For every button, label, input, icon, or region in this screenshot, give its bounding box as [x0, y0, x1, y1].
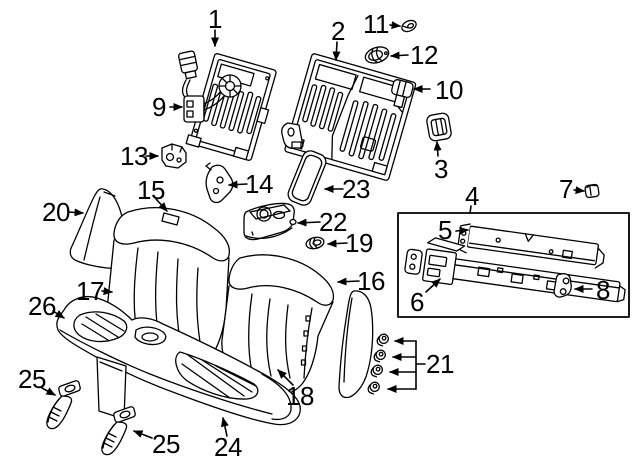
callout-11: 11: [363, 9, 390, 39]
callout-26: 26: [28, 291, 56, 321]
pull-strap: [46, 380, 81, 430]
harness-connector: [183, 95, 205, 123]
arrow-to-part-3: [433, 141, 442, 157]
callout-9: 9: [152, 92, 166, 122]
callout-17: 17: [76, 276, 104, 306]
cap-nut: [584, 183, 600, 199]
callout-21: 21: [426, 349, 454, 379]
arrow-to-part-24: [220, 417, 229, 437]
arrow-to-part-11: [389, 21, 401, 30]
callout-20: 20: [42, 197, 70, 227]
callout-24: 24: [214, 432, 242, 462]
side-bolster-right: [338, 290, 374, 399]
arrow-to-part-18: [277, 369, 294, 386]
callout-3: 3: [434, 154, 448, 184]
grommet: [364, 46, 390, 64]
screws: [367, 333, 389, 395]
callout-25b: 25: [152, 429, 180, 459]
callout-2: 2: [331, 16, 345, 46]
oval-clip-small: [305, 236, 325, 250]
seat-back-frame-small: [185, 53, 277, 161]
arrow-to-part-15: [155, 198, 168, 212]
callout-10: 10: [435, 75, 463, 105]
arrow-to-part-26: [52, 310, 65, 319]
arrow-to-part-12: [390, 51, 409, 60]
cushion-flap: [96, 356, 127, 420]
hinge-bracket: [205, 162, 234, 204]
callout-arrows: [41, 21, 593, 439]
callout-19: 19: [345, 228, 373, 258]
side-bolster-left: [69, 188, 127, 269]
arrow-to-part-25a: [41, 387, 56, 396]
arrow-to-part-17: [101, 287, 113, 296]
arrow-to-part-16: [337, 277, 360, 286]
callout-22: 22: [319, 207, 347, 237]
callout-16: 16: [357, 266, 385, 296]
arrow-to-part-2: [332, 41, 341, 61]
callout-5: 5: [438, 215, 452, 245]
arrow-to-part-25b: [133, 430, 153, 439]
seat-latch-striker: [391, 79, 414, 113]
bracket-to-part-21: [387, 337, 426, 393]
seat-back-frame-large: [281, 53, 417, 181]
callout-23: 23: [342, 174, 370, 204]
arrow-to-part-6: [425, 278, 441, 293]
arrow-to-part-5: [455, 226, 469, 235]
callout-15: 15: [137, 175, 165, 205]
callout-4: 4: [465, 181, 479, 211]
arrow-to-part-19: [327, 239, 348, 248]
end-plate: [404, 248, 423, 275]
callout-13: 13: [120, 141, 148, 171]
frame-side-bracket: [281, 122, 304, 149]
callout-14: 14: [245, 169, 273, 199]
arrow-to-part-22: [297, 218, 321, 227]
callout-12: 12: [410, 40, 438, 70]
hinge-bracket-right: [553, 273, 572, 298]
armrest-cupholder: [243, 202, 297, 241]
arrow-to-part-7: [573, 186, 585, 195]
bracket-small: [161, 143, 187, 169]
arrow-to-part-20: [67, 208, 84, 217]
callout-8: 8: [596, 275, 610, 305]
trim-pad: [287, 150, 327, 206]
callout-25a: 25: [18, 364, 46, 394]
harness-grommet: [218, 74, 242, 98]
oval-clip: [401, 19, 417, 33]
arrow-to-part-14: [228, 180, 248, 189]
callout-7: 7: [559, 174, 573, 204]
callout-6: 6: [410, 287, 424, 317]
callout-18: 18: [286, 381, 314, 411]
latch-bezel: [426, 112, 452, 142]
seat-cushion: [56, 295, 301, 426]
callout-1: 1: [208, 4, 222, 34]
line-to-part-4: [469, 205, 472, 214]
wiring-harness: [178, 50, 242, 123]
